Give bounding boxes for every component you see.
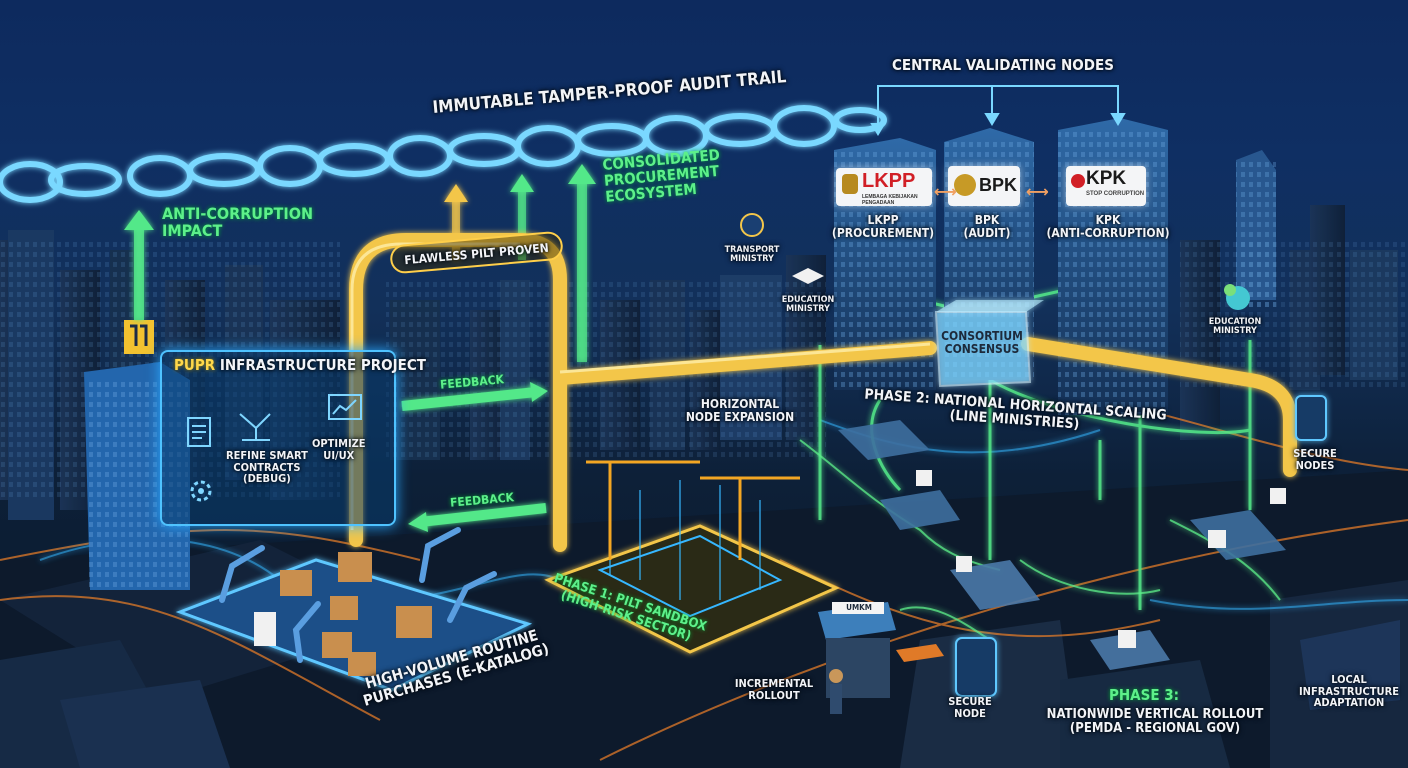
chart-icon [328,394,362,420]
education-ministry-label: EDUCATION MINISTRY [781,295,835,315]
bpk-name: BPK(AUDIT) [940,214,1034,239]
consensus-cube [934,300,1044,388]
phone-icon [955,395,1327,697]
ministry-icons [740,213,1250,310]
kpk-logo-card: KPK STOP CORRUPTION [1066,166,1146,206]
kpk-tagline: STOP CORRUPTION [1086,191,1145,197]
secure-nodes-label: SECURE NODES [1293,447,1337,472]
consensus-label: CONSORTIUM CONSENSUS [941,329,1023,356]
education-ministry-label-2: EDUCATION MINISTRY [1208,317,1262,337]
golden-pipe [349,233,1297,552]
garuda-emblem-icon [842,174,858,194]
lkpp-name-text: LKPP [867,213,899,227]
bpk-role: (AUDIT) [963,225,1011,240]
anti-corruption-label: ANTI-CORRUPTION IMPACT [162,204,313,240]
kpk-role: (ANTI-CORRUPTION) [1046,225,1170,240]
lkpp-logo-text: LKPP [862,170,916,192]
audit-chain [0,105,887,203]
bpk-name-text: BPK [974,213,1000,227]
kpk-name-text: KPK [1095,213,1121,227]
contract-icon [239,413,271,441]
incremental-rollout-label: INCREMENTAL ROLLOUT [734,677,814,702]
panel-title-accent: PUPR [174,356,216,374]
e-katalog-platform [175,527,533,692]
kpk-emblem-icon [1071,174,1085,188]
phase3-title-label: PHASE 3: [1108,686,1180,704]
bpk-logo-card: BPK [948,166,1020,206]
upward-arrows [124,164,596,362]
kpk-name: KPK(ANTI-CORRUPTION) [1046,214,1170,239]
panel-title-rest: INFRASTRUCTURE PROJECT [215,356,426,374]
bpk-emblem-icon [954,174,976,196]
optimize-ui-label: OPTIMIZE UI/UX [312,437,366,462]
regional-nodes [838,420,1286,670]
feedback-arrows [401,382,548,532]
lkpp-role: (PROCUREMENT) [831,225,935,240]
refine-contracts-label: REFINE SMART CONTRACTS (DEBUG) [226,449,308,486]
secure-node-label: SECURE NODE [948,695,992,720]
lkpp-name: LKPP(PROCUREMENT) [828,214,938,239]
pilt-sandbox [544,460,840,654]
local-infra-label: LOCAL INFRASTRUCTURE ADAPTATION [1299,673,1399,710]
gear-icon [190,480,212,502]
shop-icon [818,602,944,714]
bpk-logo-text: BPK [979,175,1018,195]
lkpp-tagline: LEMBAGA KEBIJAKAN PENGADAAN [862,194,918,206]
panel-title: PUPR INFRASTRUCTURE PROJECT [174,356,426,374]
pupr-project-panel: PUPR INFRASTRUCTURE PROJECT REFINE SMART… [160,350,426,526]
link-arrow-icon-2: ⟷ [1026,182,1049,201]
transport-ministry-label: TRANSPORT MINISTRY [724,245,780,265]
phase3-sub-label: NATIONWIDE VERTICAL ROLLOUT (PEMDA - REG… [1046,707,1264,736]
shop-sign-label: UMKM [846,603,872,612]
link-arrow-icon: ⟷ [934,182,957,201]
validating-bracket [870,85,1126,136]
lkpp-logo-card: LKPP LEMBAGA KEBIJAKAN PENGADAAN [836,168,932,206]
document-icon [187,417,211,447]
kpk-logo-text: KPK [1086,168,1127,189]
horizontal-expansion-label: HORIZONTAL NODE EXPANSION [685,397,795,424]
central-nodes-label: CENTRAL VALIDATING NODES [892,56,1114,74]
